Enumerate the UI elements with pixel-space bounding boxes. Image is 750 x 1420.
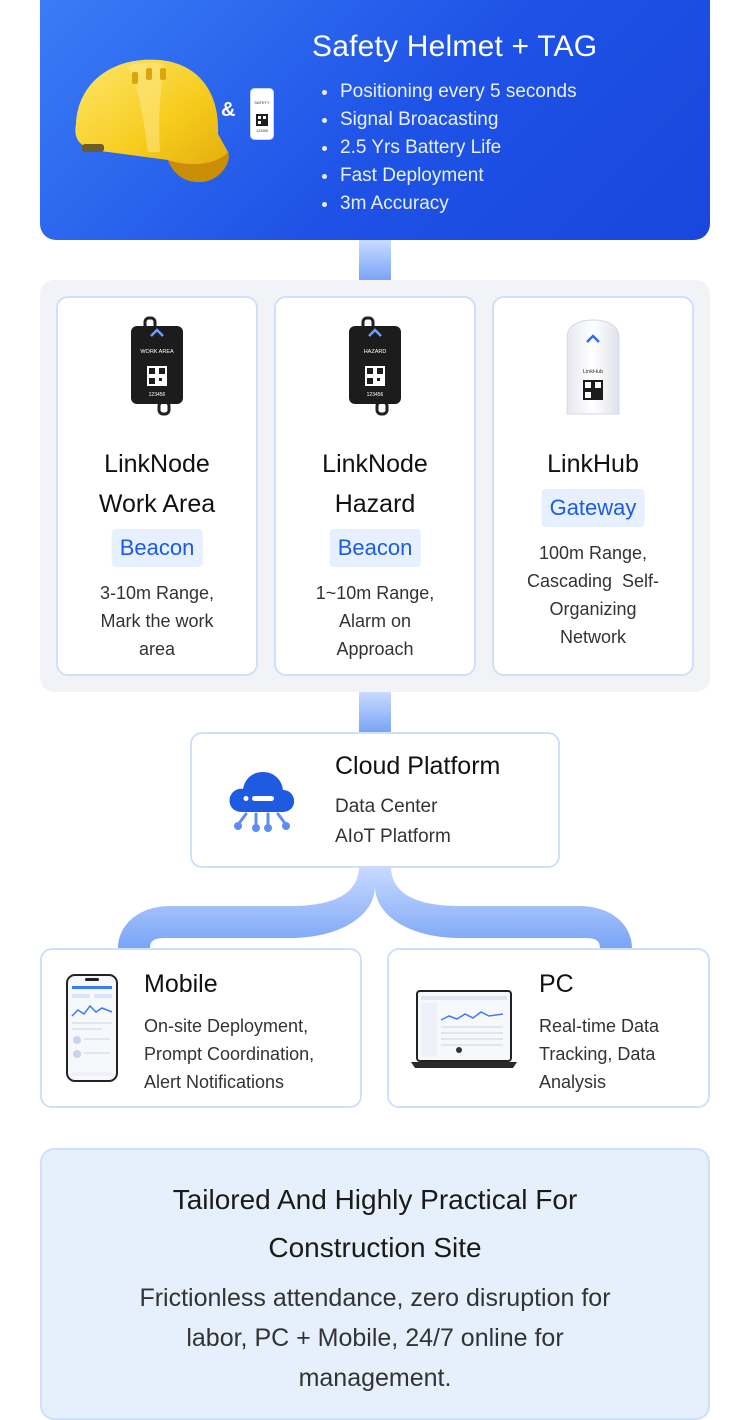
laptop-icon bbox=[411, 990, 517, 1068]
device-desc-line: Alarm on bbox=[338, 611, 412, 631]
connector-hero-to-devices bbox=[359, 240, 391, 280]
device-name-line: Work Area bbox=[98, 490, 216, 518]
device-desc-line: area bbox=[138, 639, 176, 659]
pc-client-card: PC Real-time Data Tracking, Data Analysi… bbox=[387, 948, 710, 1108]
safety-helmet-icon bbox=[75, 59, 229, 182]
device-id-text: 123456 bbox=[149, 392, 166, 398]
device-type-badge: Beacon bbox=[111, 529, 203, 567]
device-card-linkhub: LinkHub LinkHub Gateway 100m Range, Casc… bbox=[492, 296, 694, 676]
device-desc-line: Approach bbox=[336, 639, 414, 659]
device-desc-line: Cascading Self- bbox=[526, 571, 660, 591]
mobile-description: On-site Deployment, Prompt Coordination,… bbox=[144, 1012, 314, 1096]
hero-feature-item: Positioning every 5 seconds bbox=[322, 78, 577, 106]
device-desc-line: Mark the work bbox=[100, 611, 214, 631]
device-card-hazard: HAZARD 123456 LinkNode Hazard Beacon 1~1… bbox=[274, 296, 476, 676]
device-type-badge: Gateway bbox=[541, 489, 645, 527]
device-type-badge: Beacon bbox=[329, 529, 421, 567]
device-name: LinkHub bbox=[494, 444, 692, 484]
device-card-work-area: WORK AREA 123456 LinkNode Work Area Beac… bbox=[56, 296, 258, 676]
hero-feature-item: Signal Broacasting bbox=[322, 106, 577, 134]
hero-feature-item: 3m Accuracy bbox=[322, 190, 577, 218]
pc-description: Real-time Data Tracking, Data Analysis bbox=[539, 1012, 659, 1096]
pc-title: PC bbox=[539, 970, 574, 998]
ampersand-text: & bbox=[221, 99, 236, 121]
pc-desc-line: Tracking, Data bbox=[539, 1044, 656, 1064]
footer-desc-line: labor, PC + Mobile, 24/7 online for bbox=[186, 1324, 564, 1352]
cloud-iot-icon bbox=[229, 772, 295, 832]
cloud-platform-card: Cloud Platform Data Center AIoT Platform bbox=[190, 732, 560, 868]
device-label-text: LinkHub bbox=[583, 369, 603, 375]
device-description: 100m Range, Cascading Self- Organizing N… bbox=[502, 539, 684, 651]
mobile-desc-line: Prompt Coordination, bbox=[144, 1044, 315, 1064]
device-name: LinkNode Work Area bbox=[58, 444, 256, 524]
hero-banner: & SAFETY 123456 Safety Helmet + TAG Posi… bbox=[40, 0, 710, 240]
device-description: 1~10m Range, Alarm on Approach bbox=[284, 579, 466, 663]
footer-desc-line: management. bbox=[298, 1364, 452, 1392]
footer-summary: Tailored And Highly Practical For Constr… bbox=[40, 1148, 710, 1420]
device-label-text: HAZARD bbox=[364, 349, 387, 355]
mobile-desc-line: On-site Deployment, bbox=[144, 1016, 309, 1036]
device-desc-line: 3-10m Range, bbox=[99, 583, 215, 603]
device-name: LinkNode Hazard bbox=[276, 444, 474, 524]
gateway-device-icon: LinkHub bbox=[566, 319, 620, 415]
device-desc-line: 100m Range, bbox=[538, 543, 648, 563]
tag-device-label: SAFETY bbox=[254, 100, 270, 105]
hero-feature-item: 2.5 Yrs Battery Life bbox=[322, 134, 577, 162]
cloud-line: Data Center bbox=[335, 796, 438, 817]
mobile-client-card: Mobile On-site Deployment, Prompt Coordi… bbox=[40, 948, 362, 1108]
device-id-text: 123456 bbox=[367, 392, 384, 398]
device-name-line: LinkHub bbox=[547, 450, 639, 478]
hero-feature-item: Fast Deployment bbox=[322, 162, 577, 190]
pc-desc-line: Analysis bbox=[539, 1072, 607, 1092]
device-label-text: WORK AREA bbox=[140, 349, 174, 355]
smartphone-icon bbox=[66, 974, 118, 1082]
tag-device-id: 123456 bbox=[256, 129, 268, 133]
tag-device-icon: SAFETY 123456 bbox=[250, 88, 274, 140]
device-desc-line: Network bbox=[559, 627, 626, 647]
connector-devices-to-cloud bbox=[359, 692, 391, 732]
device-desc-line: 1~10m Range, bbox=[315, 583, 435, 603]
device-name-line: Hazard bbox=[334, 490, 416, 518]
mobile-title: Mobile bbox=[144, 970, 218, 998]
device-name-line: LinkNode bbox=[322, 450, 428, 478]
device-desc-line: Organizing bbox=[549, 599, 637, 619]
hero-feature-list: Positioning every 5 seconds Signal Broac… bbox=[322, 78, 577, 218]
cloud-line: AIoT Platform bbox=[335, 826, 451, 847]
beacon-device-icon: HAZARD 123456 bbox=[349, 316, 401, 416]
pc-desc-line: Real-time Data bbox=[539, 1016, 660, 1036]
footer-description: Frictionless attendance, zero disruption… bbox=[42, 1278, 708, 1398]
footer-title-line: Tailored And Highly Practical For bbox=[172, 1184, 578, 1215]
beacon-device-icon: WORK AREA 123456 bbox=[131, 316, 183, 416]
branch-connector bbox=[118, 866, 632, 948]
footer-desc-line: Frictionless attendance, zero disruption… bbox=[139, 1284, 611, 1312]
device-name-line: LinkNode bbox=[104, 450, 210, 478]
cloud-title: Cloud Platform bbox=[335, 752, 501, 780]
footer-title-line: Construction Site bbox=[268, 1232, 482, 1263]
device-panel: WORK AREA 123456 LinkNode Work Area Beac… bbox=[40, 280, 710, 692]
footer-title: Tailored And Highly Practical For Constr… bbox=[42, 1176, 708, 1272]
mobile-desc-line: Alert Notifications bbox=[144, 1072, 285, 1092]
device-description: 3-10m Range, Mark the work area bbox=[66, 579, 248, 663]
hero-title: Safety Helmet + TAG bbox=[312, 30, 598, 63]
